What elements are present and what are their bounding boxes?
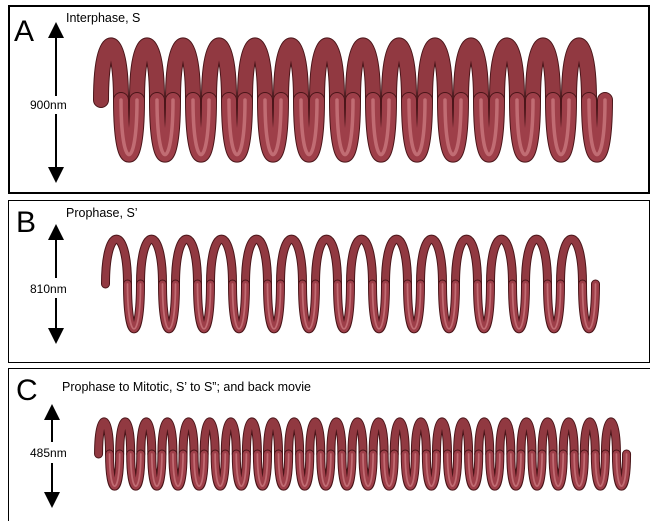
panel-a-dimension-label: 900nm [30,97,67,113]
panel-c-dimension-label: 485nm [30,445,67,461]
panel-a-letter: A [14,17,34,47]
panel-b [8,200,650,363]
panel-b-caption: Prophase, S’ [66,206,138,220]
panel-b-dimension-label: 810nm [30,281,67,297]
panel-a [8,5,650,194]
panel-a-caption: Interphase, S [66,11,140,25]
panel-b-letter: B [16,208,36,238]
panel-c-letter: C [16,376,38,406]
panel-c-caption: Prophase to Mitotic, S’ to S”; and back … [62,380,311,394]
